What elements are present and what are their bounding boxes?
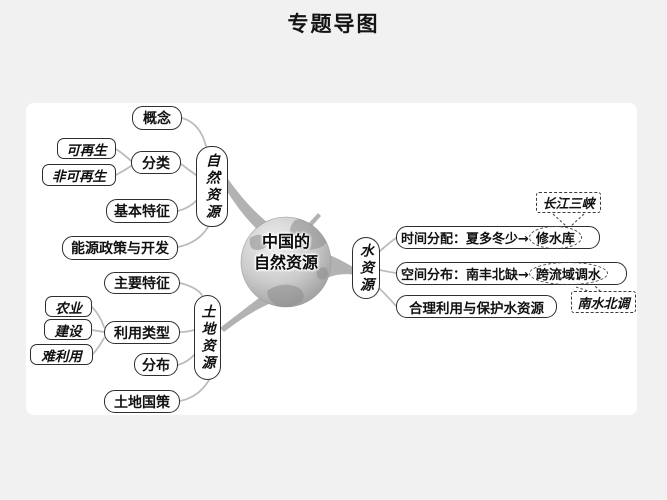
node-water-protection: 合理利用与保护水资源 [396, 295, 557, 318]
node-renewable: 可再生 [57, 138, 116, 159]
node-land-national-policy: 土地国策 [104, 390, 180, 413]
central-topic: 中国的 自然资源 [232, 231, 340, 273]
node-distribution: 分布 [134, 353, 178, 376]
spatial-distribution-text: 空间分布：南丰北缺→ [401, 268, 529, 283]
space-measure-highlight: 跨流域调水 [528, 262, 608, 285]
node-hard-to-use: 难利用 [30, 344, 93, 365]
callout-south-to-north-transfer: 南水北调 [571, 291, 636, 313]
central-topic-line2: 自然资源 [253, 253, 318, 273]
branch-label-land-resources: 土地资源 [194, 295, 221, 380]
node-non-renewable: 非可再生 [42, 164, 116, 186]
node-construction: 建设 [44, 319, 92, 340]
node-spatial-distribution: 空间分布：南丰北缺→跨流域调水 [396, 262, 627, 285]
branch-label-natural-resources: 自然资源 [196, 146, 228, 227]
node-time-allocation: 时间分配：夏多冬少→修水库 [396, 226, 600, 249]
branch-label-water-resources: 水资源 [352, 237, 380, 299]
time-measure-highlight: 修水库 [528, 226, 582, 249]
page-title: 专题导图 [287, 12, 380, 36]
callout-three-gorges: 长江三峡 [536, 192, 601, 213]
node-main-features: 主要特征 [104, 272, 180, 294]
central-topic-line1: 中国的 [261, 232, 310, 251]
node-concept: 概念 [132, 106, 182, 130]
time-allocation-text: 时间分配：夏多冬少→ [401, 232, 529, 247]
node-basic-features: 基本特征 [106, 199, 178, 223]
node-classification: 分类 [131, 151, 181, 174]
node-energy-policy: 能源政策与开发 [62, 236, 178, 260]
node-use-types: 利用类型 [104, 321, 180, 344]
node-agriculture: 农业 [45, 296, 92, 317]
